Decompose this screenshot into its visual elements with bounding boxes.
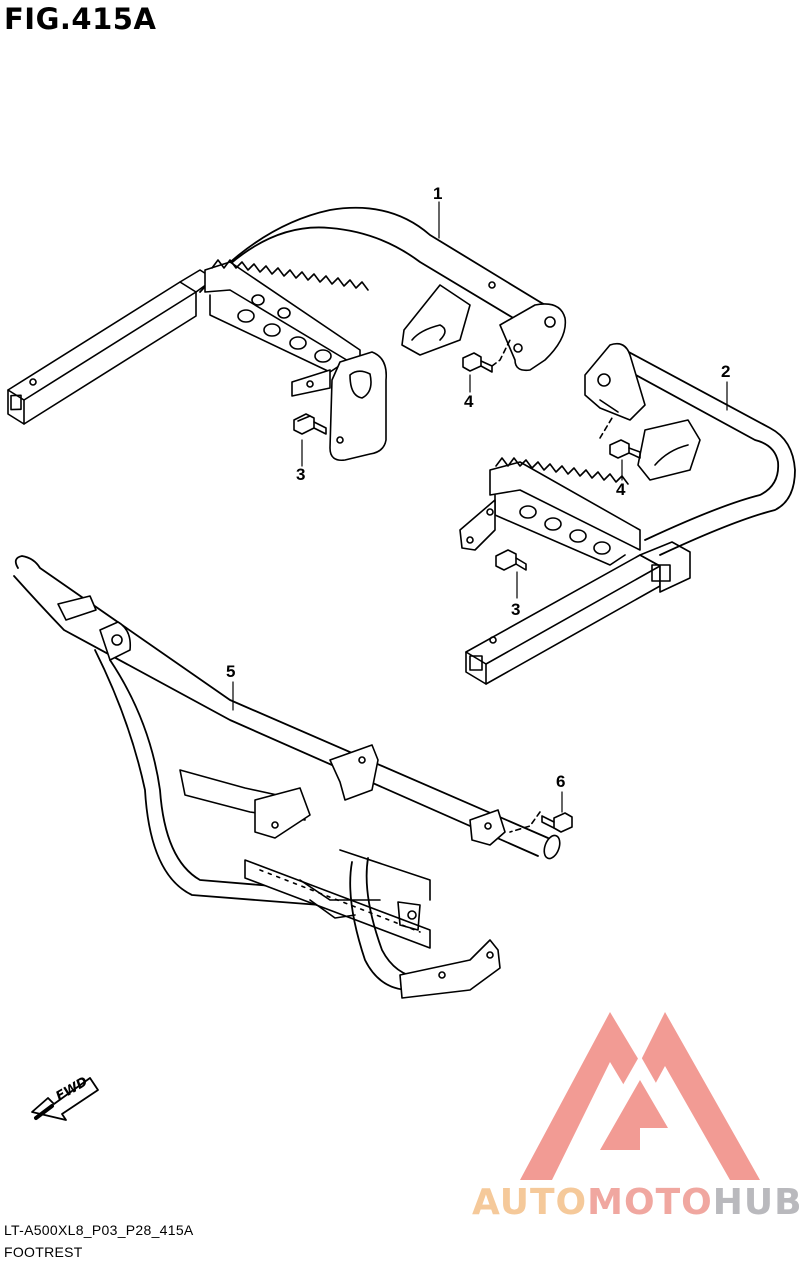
bolt-6 (509, 811, 573, 833)
bolt-3-left (293, 413, 327, 435)
callout-part-4-left: 4 (464, 392, 474, 411)
callout-part-6: 6 (556, 772, 566, 791)
bolt-4-upper (462, 339, 511, 373)
part-1-left-footrest-bracket (7, 206, 567, 462)
watermark-part1: AUTO (472, 1182, 588, 1223)
part-5-guard-frame (13, 555, 561, 999)
callout-part-4-right: 4 (616, 480, 626, 499)
bolt-4-right (599, 417, 641, 459)
bolt-3-right (495, 549, 527, 571)
callout-part-1: 1 (433, 184, 443, 203)
callout-part-5: 5 (226, 662, 236, 681)
callout-part-3-left: 3 (296, 465, 306, 484)
watermark-part2: MOTO (587, 1182, 713, 1223)
callout-part-2: 2 (721, 362, 731, 381)
part-code: LT-A500XL8_P03_P28_415A (4, 1222, 194, 1238)
figure-title: FIG.415A (4, 2, 157, 36)
fwd-arrow-icon (31, 1077, 99, 1121)
watermark-text: AUTOMOTOHUB (472, 1182, 800, 1223)
part-2-right-footrest-bracket (459, 342, 796, 685)
section-name: FOOTREST (4, 1244, 83, 1260)
callout-leaders (232, 201, 728, 813)
watermark-part3: HUB (712, 1182, 800, 1223)
callout-part-3-right: 3 (511, 600, 521, 619)
triangle-logo-icon (520, 1012, 760, 1180)
